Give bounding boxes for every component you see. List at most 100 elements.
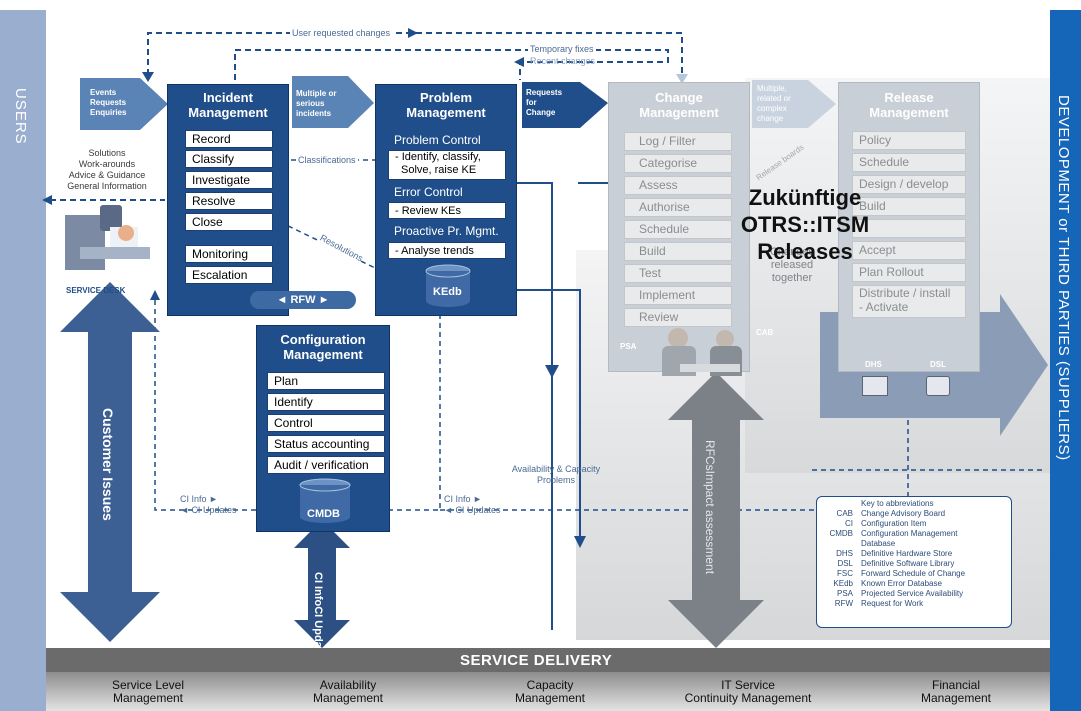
change-step-log[interactable]: Log / Filter <box>624 132 732 151</box>
release-step-design[interactable]: Design / develop <box>852 175 966 194</box>
service-delivery-footer <box>46 672 1050 711</box>
ci-updates-arrow <box>294 520 350 648</box>
incident-step-classify[interactable]: Classify <box>185 150 273 168</box>
change-step-build[interactable]: Build <box>624 242 732 261</box>
config-step-identify[interactable]: Identify <box>267 393 385 411</box>
incident-step-monitoring[interactable]: Monitoring <box>185 245 273 263</box>
ci-info-right: CI Info ► ◄ CI Updates <box>444 494 501 515</box>
cmdb-label: CMDB <box>307 508 340 520</box>
right-arrow-icon: ► <box>209 494 218 504</box>
multiple-related-arrow <box>752 80 836 128</box>
release-step-build[interactable]: Build <box>852 197 966 216</box>
rfw-left-arrow-icon: ◄ <box>276 294 291 306</box>
cmdb-cylinder[interactable] <box>298 478 352 524</box>
suppliers-bar <box>1050 10 1081 711</box>
incident-step-record[interactable]: Record <box>185 130 273 148</box>
classifications-label: Classifications <box>296 155 358 165</box>
problem-control-box[interactable]: - Identify, classify,Solve, raise KE <box>388 150 506 180</box>
legend-title: Key to abbreviations <box>861 499 934 508</box>
config-step-control[interactable]: Control <box>267 414 385 432</box>
user-changes-label: User requested changes <box>290 28 393 38</box>
change-step-schedule[interactable]: Schedule <box>624 220 732 239</box>
problem-control-heading: Problem Control <box>394 133 481 147</box>
left-arrow-icon: ◄ <box>180 505 189 515</box>
disc-icon <box>926 376 950 396</box>
change-step-authorise[interactable]: Authorise <box>624 198 732 217</box>
right-arrow-icon: ► <box>473 494 482 504</box>
multiple-arrow <box>292 76 374 128</box>
change-step-categorise[interactable]: Categorise <box>624 154 732 173</box>
dsl-label: DSL <box>930 360 946 369</box>
ci-info-left: CI Info ► ◄ CI Updates <box>180 494 237 515</box>
events-arrow <box>80 78 168 130</box>
release-step-schedule[interactable]: Schedule <box>852 153 966 172</box>
psa-label: PSA <box>620 342 637 351</box>
incident-step-resolve[interactable]: Resolve <box>185 192 273 210</box>
rfc-arrow <box>522 82 608 128</box>
proactive-box[interactable]: - Analyse trends <box>388 242 506 259</box>
rfw-badge: ◄ RFW ► <box>250 291 356 309</box>
rfw-right-arrow-icon: ► <box>315 294 330 306</box>
release-step-distribute[interactable]: Distribute / install- Activate <box>852 285 966 318</box>
change-step-review[interactable]: Review <box>624 308 732 327</box>
change-step-implement[interactable]: Implement <box>624 286 732 305</box>
incident-step-investigate[interactable]: Investigate <box>185 171 273 189</box>
service-desk-label: SERVICE DESK <box>66 286 126 295</box>
change-step-test[interactable]: Test <box>624 264 732 283</box>
left-arrow-icon: ◄ <box>444 505 453 515</box>
temporary-fixes-label: Temporary fixes <box>528 44 596 54</box>
release-step-accept[interactable]: Accept <box>852 241 966 260</box>
suppliers-label: DEVELOPMENT or THIRD PARTIES (SUPPLIERS) <box>1055 95 1072 461</box>
users-bar <box>0 10 46 711</box>
config-step-plan[interactable]: Plan <box>267 372 385 390</box>
users-label: USERS <box>12 88 29 145</box>
kedb-cylinder[interactable] <box>424 264 472 308</box>
release-step-plan-rollout[interactable]: Plan Rollout <box>852 263 966 282</box>
change-step-assess[interactable]: Assess <box>624 176 732 195</box>
release-step-blank[interactable] <box>852 219 966 238</box>
config-step-status[interactable]: Status accounting <box>267 435 385 453</box>
cab-label: CAB <box>756 328 774 337</box>
incident-step-close[interactable]: Close <box>185 213 273 231</box>
cab-meeting-illustration <box>660 326 755 378</box>
proactive-heading: Proactive Pr. Mgmt. <box>394 224 499 238</box>
incident-step-escalation[interactable]: Escalation <box>185 266 273 284</box>
release-step-policy[interactable]: Policy <box>852 131 966 150</box>
service-delivery-bar <box>46 648 1050 672</box>
computer-icon <box>862 376 888 396</box>
dhs-label: DHS <box>865 360 882 369</box>
error-control-box[interactable]: - Review KEs <box>388 202 506 219</box>
recent-changes-label: Recent changes <box>530 56 596 66</box>
service-desk-illustration <box>60 205 155 275</box>
customer-issues-arrow <box>60 282 160 642</box>
config-step-audit[interactable]: Audit / verification <box>267 456 385 474</box>
